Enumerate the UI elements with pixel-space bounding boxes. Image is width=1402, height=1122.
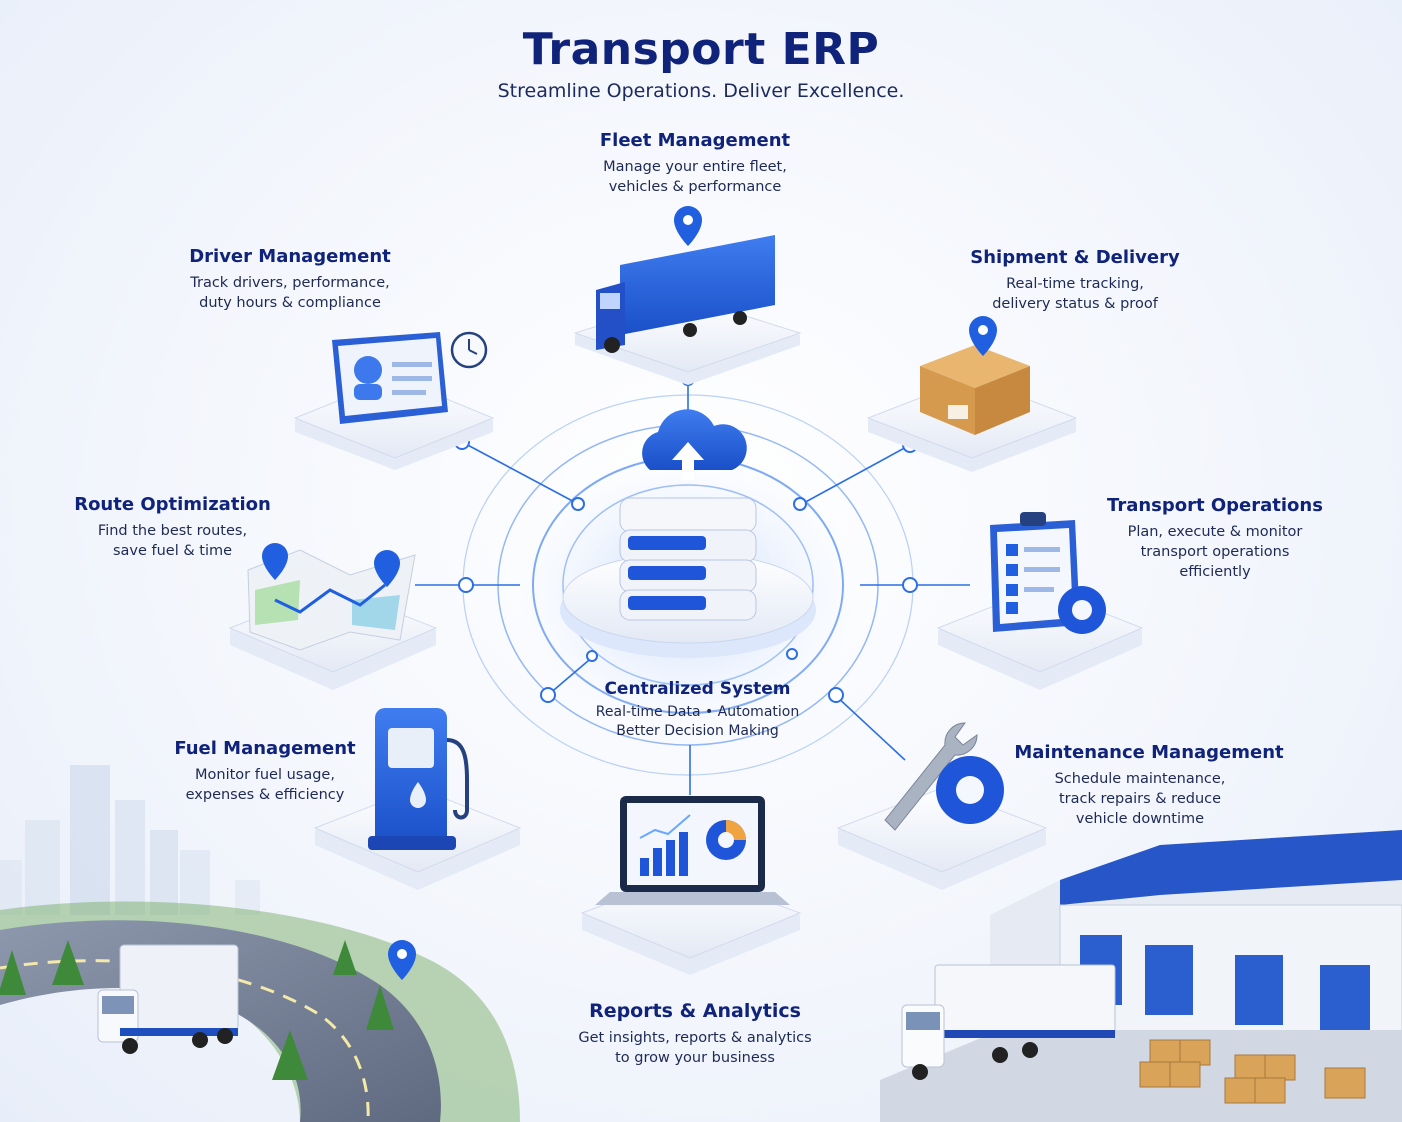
module-shipment-delivery[interactable]: Shipment & Delivery Real-time tracking,d… [925,247,1225,314]
module-driver-management[interactable]: Driver Management Track drivers, perform… [140,246,440,313]
module-title: Fleet Management [599,130,791,151]
driver-profile-icon [332,332,448,424]
module-fuel-management[interactable]: Fuel Management Monitor fuel usage,expen… [115,738,415,805]
wrench-gear-icon [884,722,1004,831]
fuel-pump-icon [368,708,469,850]
module-title: Transport Operations [1107,495,1323,516]
cloud-upload-icon [642,409,747,480]
map-route-icon [247,543,416,651]
centralized-system-label: Centralized System Real-time Data • Auto… [560,679,835,741]
module-description: Track drivers, performance,duty hours & … [190,275,390,311]
module-route-optimization[interactable]: Route Optimization Find the best routes,… [25,494,320,561]
road-location-pin-icon [388,940,416,980]
truck-on-road-illustration [97,944,239,1054]
laptop-analytics-icon [595,796,790,905]
checklist-gear-icon [990,512,1106,634]
module-title: Driver Management [189,246,391,267]
module-description: Monitor fuel usage,expenses & efficiency [185,767,345,803]
truck-icon [596,206,775,353]
module-title: Reports & Analytics [589,1000,801,1022]
module-title: Maintenance Management [1014,742,1284,763]
module-description: Find the best routes,save fuel & time [97,523,248,559]
module-reports-analytics[interactable]: Reports & Analytics Get insights, report… [530,1000,860,1068]
central-server-illustration [560,497,816,658]
trees-illustration [0,940,394,1080]
highway-illustration [0,901,520,1122]
module-description: Real-time tracking,delivery status & pro… [992,276,1158,312]
warehouse-illustration [880,830,1402,1122]
module-transport-operations[interactable]: Transport Operations Plan, execute & mon… [1065,495,1365,582]
module-description: Schedule maintenance,track repairs & red… [1054,771,1226,827]
module-maintenance-management[interactable]: Maintenance Management Schedule maintena… [1000,742,1298,829]
package-icon [920,316,1030,435]
page-title: Transport ERP [522,24,880,75]
module-fleet-management[interactable]: Fleet Management Manage your entire flee… [545,130,845,197]
page-subtitle: Streamline Operations. Deliver Excellenc… [497,80,905,102]
center-title: Centralized System [604,679,791,699]
city-skyline-illustration [0,765,260,915]
module-title: Fuel Management [174,738,356,759]
module-title: Route Optimization [74,494,271,515]
clock-icon [450,331,488,369]
module-description: Manage your entire fleet,vehicles & perf… [603,159,787,195]
module-title: Shipment & Delivery [970,247,1180,268]
